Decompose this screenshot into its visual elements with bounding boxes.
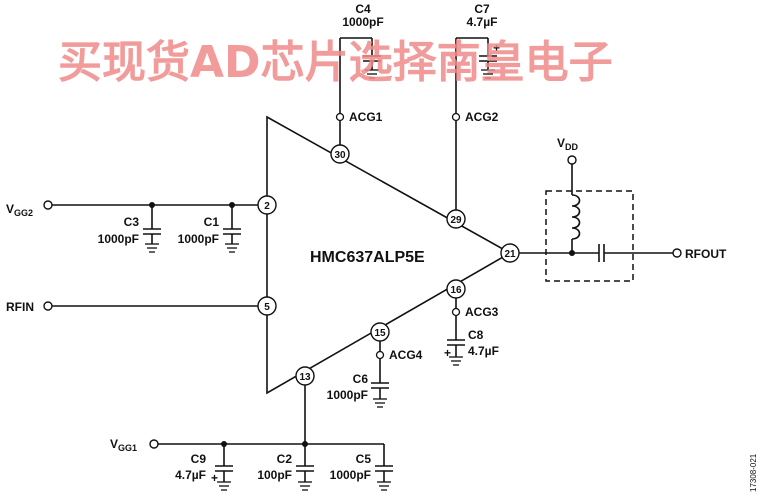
- vdd-terminal: [567, 155, 577, 165]
- acg3-label: ACG3: [465, 305, 499, 319]
- watermark-text: 买现货AD芯片选择南皇电子: [58, 37, 613, 88]
- c5-value: 1000pF: [330, 468, 371, 482]
- vgg2-label: VGG2: [6, 202, 33, 218]
- pin-30: 30: [330, 144, 350, 164]
- figure-id: 17308-021: [749, 453, 758, 492]
- c4-value: 1000pF: [342, 15, 383, 29]
- capacitor-c4-symbol: [363, 38, 381, 79]
- c8-polarity: +: [444, 346, 451, 360]
- vdd-label: VDD: [557, 136, 579, 152]
- capacitor-c8-symbol: [447, 316, 465, 366]
- capacitor-c2-symbol: [296, 444, 314, 491]
- pin-21: 21: [500, 243, 520, 263]
- vgg2-terminal: [43, 200, 53, 210]
- c9-name: C9: [191, 452, 207, 466]
- c7-value: 4.7µF: [467, 15, 498, 29]
- pin-16: 16: [446, 279, 466, 299]
- capacitor-c5-symbol: [375, 444, 393, 491]
- c7-polarity: +: [493, 41, 500, 55]
- svg-text:30: 30: [334, 150, 346, 161]
- choke-inductor: [571, 194, 581, 240]
- capacitor-c9-symbol: [215, 444, 233, 491]
- c9-polarity: +: [211, 471, 218, 485]
- c1-name: C1: [204, 215, 220, 229]
- c3-value: 1000pF: [98, 232, 139, 246]
- pin-15: 15: [370, 322, 390, 342]
- rfin-label: RFIN: [6, 300, 34, 314]
- c9-value: 4.7µF: [175, 468, 206, 482]
- vgg1-terminal: [149, 439, 159, 449]
- acg2-node: [451, 112, 461, 122]
- c3-name: C3: [124, 215, 140, 229]
- pin-2: 2: [257, 195, 277, 215]
- svg-text:5: 5: [264, 302, 270, 313]
- acg4-label: ACG4: [389, 348, 423, 362]
- pin-29: 29: [446, 209, 466, 229]
- c2-name: C2: [277, 452, 293, 466]
- capacitor-c6-symbol: [371, 359, 389, 408]
- acg4-node: [375, 350, 385, 360]
- c6-value: 1000pF: [327, 388, 368, 402]
- c4-name: C4: [355, 2, 371, 16]
- rfout-terminal: [672, 248, 682, 258]
- acg2-label: ACG2: [465, 110, 499, 124]
- svg-text:21: 21: [504, 249, 516, 260]
- c2-value: 100pF: [257, 468, 292, 482]
- c8-name: C8: [468, 328, 484, 342]
- c8-value: 4.7µF: [468, 344, 499, 358]
- c6-name: C6: [353, 372, 369, 386]
- capacitor-c7-symbol: [479, 38, 497, 79]
- svg-text:29: 29: [450, 215, 462, 226]
- acg3-node: [451, 307, 461, 317]
- c7-name: C7: [474, 2, 490, 16]
- svg-text:13: 13: [299, 372, 311, 383]
- svg-text:2: 2: [264, 201, 270, 212]
- pin-5: 5: [257, 296, 277, 316]
- svg-text:15: 15: [374, 328, 386, 339]
- amplifier-triangle: [266, 115, 512, 395]
- acg1-node: [335, 112, 345, 122]
- part-number: HMC637ALP5E: [310, 249, 425, 266]
- bias-tee-dashed-box: [545, 190, 634, 282]
- pin-13: 13: [295, 366, 315, 386]
- rfin-terminal: [43, 301, 53, 311]
- capacitor-c3-symbol: [143, 205, 161, 253]
- dc-block-capacitor: [598, 244, 605, 262]
- c1-value: 1000pF: [178, 232, 219, 246]
- capacitor-c1-symbol: [223, 205, 241, 253]
- acg1-label: ACG1: [349, 110, 383, 124]
- rfout-label: RFOUT: [685, 247, 727, 261]
- vgg1-label: VGG1: [110, 437, 137, 453]
- c5-name: C5: [356, 452, 372, 466]
- svg-text:16: 16: [450, 285, 462, 296]
